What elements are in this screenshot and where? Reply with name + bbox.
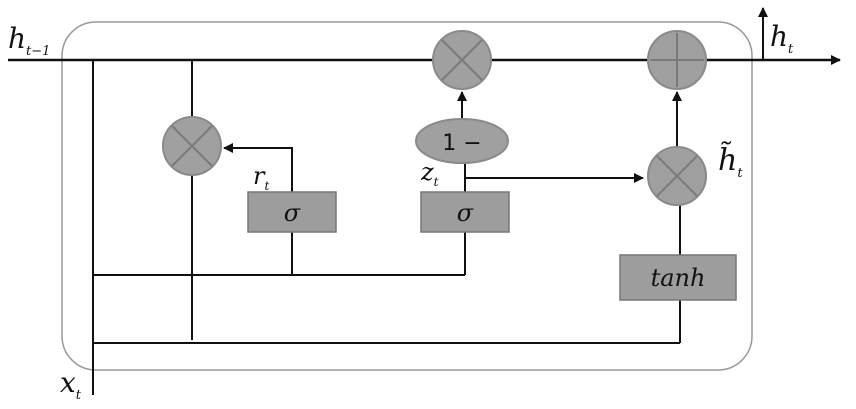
r-gate-arrow <box>223 143 293 192</box>
h-tilde-label: h̃t <box>718 141 743 181</box>
add-node <box>647 30 707 90</box>
sigma-z-box: σ <box>420 191 510 233</box>
sigma-z-label: σ <box>457 199 474 227</box>
h-prev-label: ht−1 <box>8 22 50 59</box>
z-gate-label: zt <box>420 158 439 189</box>
r-gate-label: rt <box>253 162 269 193</box>
one-minus-label: 1 − <box>442 131 481 156</box>
sigma-r-box: σ <box>247 191 337 233</box>
z-to-htilde-arrow <box>464 173 644 183</box>
update-multiply-node <box>432 30 492 90</box>
tanh-box: tanh <box>619 254 737 301</box>
one-minus-node: 1 − <box>415 118 509 164</box>
x-input-label: xt <box>60 366 82 403</box>
tanh-label: tanh <box>651 264 706 292</box>
candidate-multiply-node <box>647 146 707 206</box>
h-out-label: ht <box>770 20 794 57</box>
sigma-r-label: σ <box>284 199 301 227</box>
cell-frame <box>61 21 753 371</box>
reset-multiply-node <box>162 116 222 176</box>
